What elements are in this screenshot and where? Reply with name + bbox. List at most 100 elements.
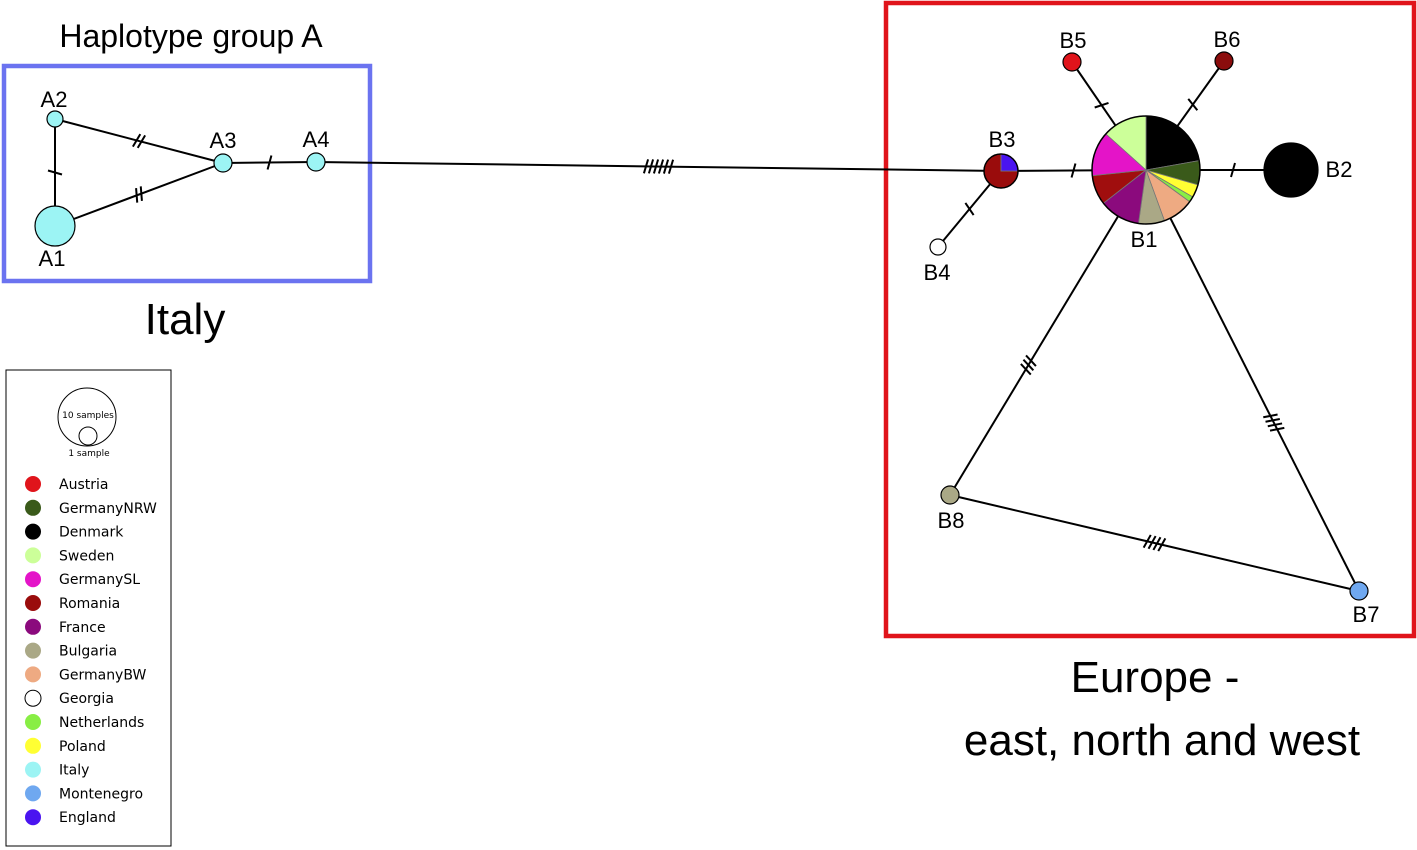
legend-size-small-label: 1 sample [68, 449, 110, 459]
edge-A2-A3 [54, 118, 224, 164]
nodes-layer [34, 51, 1369, 601]
node-B4 [929, 238, 947, 256]
node-A3 [213, 153, 233, 173]
legend-label: Montenegro [59, 786, 143, 802]
mutation-tick [642, 159, 650, 174]
edge-B1-B8 [949, 169, 1147, 496]
region-label-europe-line2: east, north and west [964, 716, 1360, 765]
node-circle [306, 152, 326, 172]
pie-outline [1091, 115, 1201, 225]
mutation-tick [132, 133, 142, 148]
mutation-tick [1267, 422, 1283, 428]
legend-swatch [25, 547, 41, 564]
legend-size-big-circle [57, 387, 117, 447]
mutation-tick [1020, 363, 1032, 376]
legend: 10 samples 1 sample AustriaGermanyNRWDen… [5, 369, 172, 847]
node-label-B3: B3 [989, 127, 1016, 152]
group-a-frame [1, 63, 373, 284]
edge-B8-B7 [949, 494, 1360, 592]
legend-swatch [25, 523, 41, 540]
node-label-B6: B6 [1214, 27, 1241, 52]
node-circle [940, 485, 960, 505]
legend-swatch [25, 476, 41, 492]
edge-B1-B7 [1145, 169, 1360, 592]
pie-outline [983, 153, 1019, 189]
legend-swatch [24, 689, 42, 707]
node-B1 [1091, 115, 1201, 225]
node-B7 [1349, 581, 1369, 601]
legend-label: England [59, 810, 116, 826]
region-label-italy: Italy [145, 295, 226, 344]
node-circle [1062, 52, 1082, 72]
legend-swatch [25, 642, 41, 659]
mutation-tick [1263, 413, 1278, 419]
mutation-tick [652, 159, 660, 174]
legend-label: Georgia [59, 691, 114, 707]
mutation-tick [1142, 534, 1152, 549]
legend-swatch [25, 571, 41, 588]
legend-label: Netherlands [59, 715, 144, 731]
mutation-tick [667, 159, 675, 174]
group-title: Haplotype group A [59, 18, 323, 54]
legend-label: Poland [59, 739, 106, 755]
legend-swatch [25, 499, 41, 516]
edge-A4-B3 [315, 161, 1002, 172]
legend-swatch [25, 666, 41, 683]
mutation-tick [964, 202, 975, 216]
legend-swatch [25, 618, 41, 635]
mutation-tick [1265, 418, 1281, 423]
node-circle [1263, 142, 1319, 198]
mutation-tick [1025, 354, 1037, 367]
mutation-tick [1022, 358, 1035, 372]
legend-swatch [25, 761, 41, 778]
mutation-tick [1147, 535, 1157, 550]
node-circle [213, 153, 233, 173]
mutation-tick [657, 159, 665, 174]
node-label-B1: B1 [1131, 227, 1158, 252]
node-circle [46, 110, 64, 128]
node-B6 [1214, 51, 1234, 71]
mutation-tick [1269, 426, 1285, 432]
legend-swatch [25, 785, 41, 802]
node-label-B7: B7 [1353, 602, 1380, 627]
mutation-tick [662, 159, 670, 174]
legend-label: France [59, 620, 106, 636]
legend-label: Bulgaria [59, 644, 117, 660]
node-B5 [1062, 52, 1082, 72]
mutation-tick [139, 186, 143, 201]
node-B3 [983, 153, 1019, 189]
node-circle [929, 238, 947, 256]
node-label-A2: A2 [41, 87, 68, 112]
legend-swatch [25, 714, 41, 730]
node-circle [34, 205, 76, 247]
node-A2 [46, 110, 64, 128]
node-circle [1214, 51, 1234, 71]
node-label-B2: B2 [1326, 157, 1353, 182]
mutation-tick [1070, 163, 1077, 178]
legend-items: AustriaGermanyNRWDenmarkSwedenGermanySLR… [24, 476, 157, 826]
legend-swatch [25, 595, 41, 611]
region-label-europe-line1: Europe - [1071, 653, 1240, 702]
edge-A1-A3 [54, 162, 224, 227]
node-B8 [940, 485, 960, 505]
node-label-B4: B4 [924, 260, 951, 285]
mutation-tick [266, 155, 273, 170]
node-circle [1349, 581, 1369, 601]
node-B2 [1263, 142, 1319, 198]
mutation-tick [1187, 98, 1199, 111]
mutation-tick [1152, 536, 1162, 551]
mutation-tick [47, 169, 63, 176]
legend-label: Sweden [59, 548, 114, 564]
legend-label: Romania [59, 596, 120, 612]
mutation-tick [1157, 537, 1167, 552]
mutation-tick [1094, 101, 1109, 109]
node-A1 [34, 205, 76, 247]
legend-swatch [25, 809, 41, 826]
legend-size-big-label: 10 samples [62, 411, 114, 421]
node-label-B8: B8 [938, 508, 965, 533]
legend-size-small-circle [78, 426, 98, 446]
node-label-A1: A1 [39, 246, 66, 271]
mutation-tick [136, 134, 146, 149]
